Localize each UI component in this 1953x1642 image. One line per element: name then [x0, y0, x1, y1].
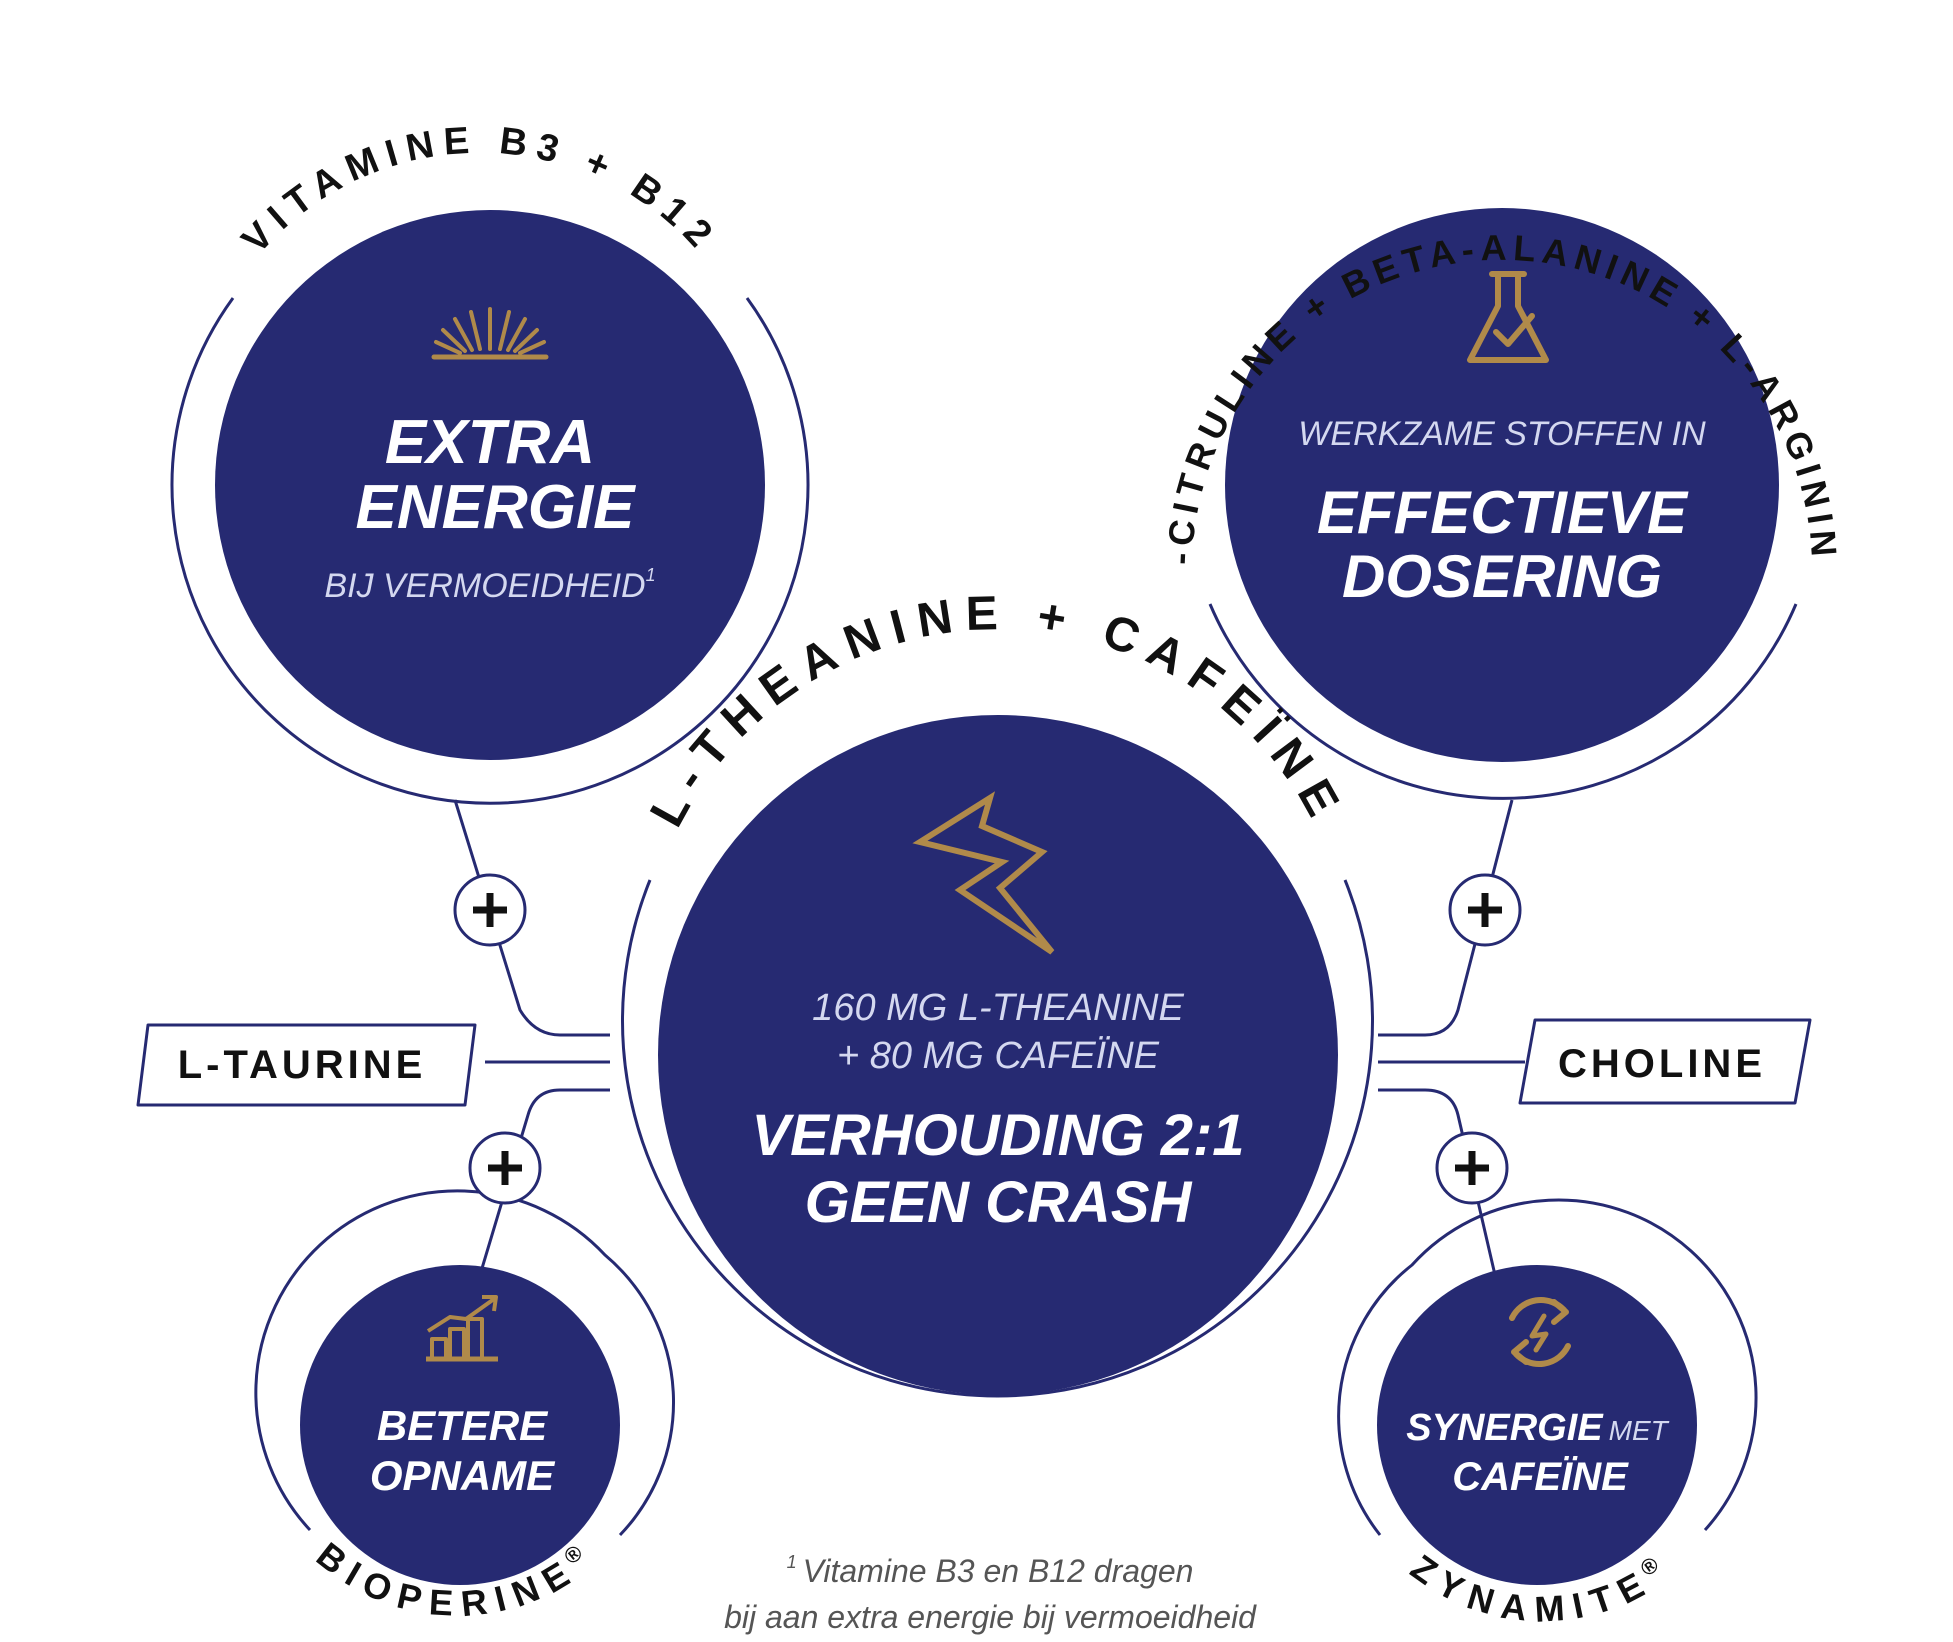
- plus-icon: [468, 1131, 542, 1205]
- ring-top-right: [1208, 603, 1798, 800]
- verhouding-text: 160 MG L-THEANINE + 80 MG CAFEÏNE VERHOU…: [751, 987, 1244, 1235]
- circle-effectieve-dosering: [1225, 208, 1779, 762]
- ring-top-left: [170, 297, 810, 805]
- connector-lines: [453, 799, 1525, 1276]
- plus-icon: [453, 873, 527, 947]
- connector-bottom-left: [478, 1088, 610, 1276]
- circle-betere-opname: [300, 1265, 620, 1585]
- plus-icon: [1435, 1131, 1509, 1205]
- effectieve-dosering-pretitle: WERKZAME STOFFEN IN: [1298, 415, 1706, 453]
- verhouding-detail-line2: + 80 MG CAFEÏNE: [837, 1035, 1160, 1077]
- circle-synergie: [1377, 1265, 1697, 1585]
- extra-energie-title-line1: EXTRA: [385, 408, 595, 477]
- verhouding-detail-line1: 160 MG L-THEANINE: [812, 987, 1184, 1029]
- outer-rings: [170, 297, 1798, 1537]
- connector-bottom-right: [1378, 1088, 1497, 1276]
- connector-top-left: [453, 799, 610, 1037]
- betere-opname-title-line1: BETERE: [377, 1402, 549, 1449]
- l-taurine-text: L-TAURINE: [178, 1043, 427, 1087]
- effectieve-dosering-title-line1: EFFECTIEVE: [1317, 479, 1689, 546]
- choline-text: CHOLINE: [1558, 1042, 1766, 1086]
- effectieve-dosering-text: WERKZAME STOFFEN IN EFFECTIEVE DOSERING: [1298, 415, 1706, 610]
- sunburst-icon: [431, 307, 549, 360]
- plus-badges: [453, 873, 1522, 1205]
- extra-energie-text: EXTRA ENERGIE BIJ VERMOEIDHEID1: [324, 408, 655, 605]
- energy-cycle-icon: [1509, 1297, 1571, 1367]
- ring-center: [621, 879, 1374, 1398]
- betere-opname-text: BETERE OPNAME: [370, 1402, 556, 1499]
- connector-top-right: [1378, 799, 1514, 1037]
- ring-bottom-right: [1337, 1198, 1758, 1536]
- betere-opname-title-line2: OPNAME: [370, 1452, 556, 1499]
- extra-energie-subtitle: BIJ VERMOEIDHEID1: [324, 565, 655, 605]
- synergie-title-line2: CAFEÏNE: [1452, 1455, 1629, 1499]
- circle-extra-energie: [215, 210, 765, 760]
- verhouding-title-line1: VERHOUDING 2:1: [751, 1103, 1244, 1168]
- verhouding-title-line2: GEEN CRASH: [805, 1170, 1193, 1235]
- label-choline: CHOLINE: [1518, 1018, 1812, 1105]
- circle-verhouding: [658, 715, 1338, 1395]
- label-l-taurine: L-TAURINE: [136, 1023, 477, 1107]
- growth-chart-icon: [426, 1295, 498, 1362]
- lightning-icon: [912, 791, 1055, 955]
- extra-energie-title-line2: ENERGIE: [355, 473, 636, 542]
- footnote-line2: bij aan extra energie bij vermoeidheid: [724, 1599, 1257, 1635]
- effectieve-dosering-title-line2: DOSERING: [1342, 543, 1662, 610]
- flask-check-icon: [1467, 271, 1549, 363]
- plus-icon: [1448, 873, 1522, 947]
